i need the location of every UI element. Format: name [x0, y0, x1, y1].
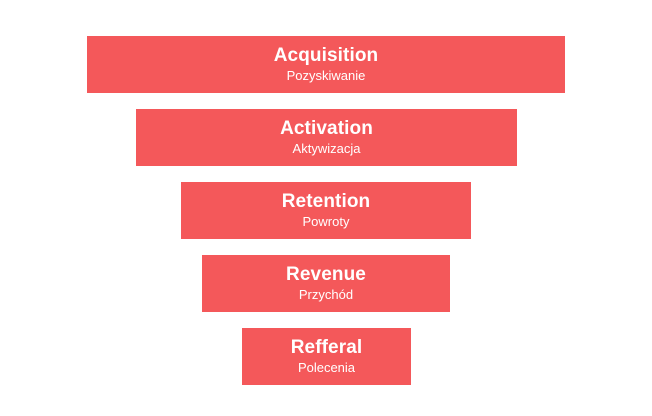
stage-subtitle: Powroty: [302, 214, 350, 229]
stage-title: Activation: [280, 118, 373, 139]
stage-subtitle: Pozyskiwanie: [286, 68, 366, 83]
stage-title: Refferal: [290, 337, 363, 358]
funnel-stage-acquisition: Acquisition Pozyskiwanie: [87, 36, 565, 93]
funnel-stage-activation: Activation Aktywizacja: [136, 109, 517, 166]
funnel-stage-revenue: Revenue Przychód: [202, 255, 450, 312]
stage-subtitle: Przychód: [298, 287, 354, 302]
stage-title: Retention: [281, 191, 371, 212]
funnel-stage-retention: Retention Powroty: [181, 182, 471, 239]
stage-subtitle: Aktywizacja: [292, 141, 361, 156]
stage-title: Revenue: [286, 264, 366, 285]
stage-title: Acquisition: [273, 45, 379, 66]
funnel-stage-referral: Refferal Polecenia: [242, 328, 411, 385]
stage-subtitle: Polecenia: [297, 360, 356, 375]
